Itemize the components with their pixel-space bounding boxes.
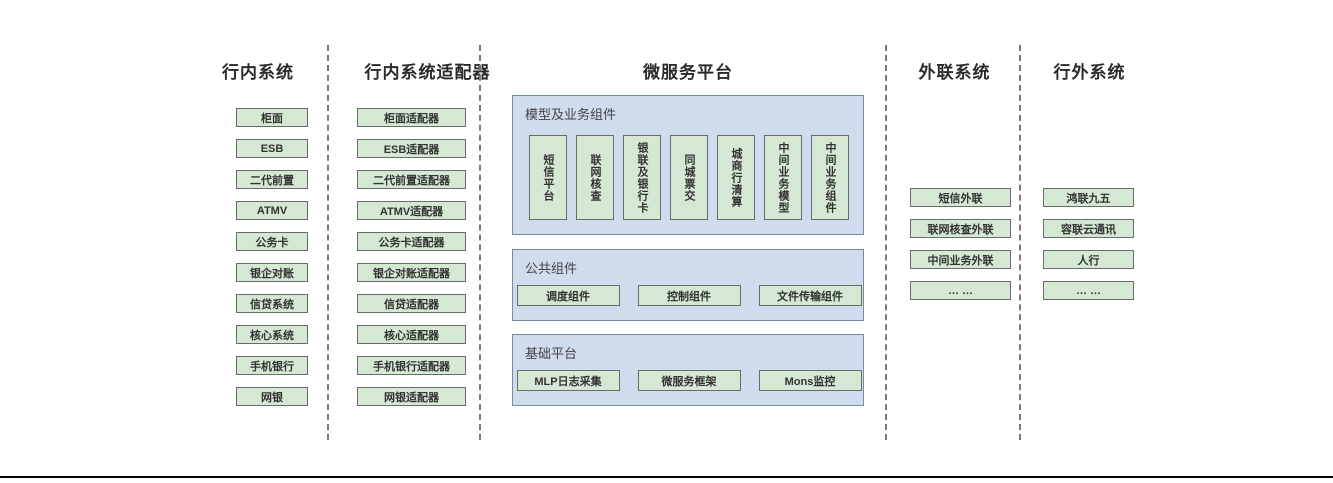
node-out-bank-2[interactable]: 人行 [1043,250,1134,269]
column-header-in-bank-adapter: 行内系统适配器 [364,63,491,82]
column-header-out-bank: 行外系统 [1053,63,1126,82]
node-public-components-0[interactable]: 调度组件 [516,285,620,306]
node-in-bank-adapter-8[interactable]: 手机银行适配器 [357,356,466,375]
node-public-components-2[interactable]: 文件传输组件 [758,285,862,306]
node-model-component-2[interactable]: 银联及银行卡 [623,135,661,220]
node-out-bank-0[interactable]: 鸿联九五 [1043,188,1134,207]
column-header-in-bank: 行内系统 [222,63,294,82]
node-in-bank-system-1[interactable]: ESB [236,139,308,158]
node-external-link-0[interactable]: 短信外联 [910,188,1011,207]
node-model-component-1[interactable]: 联网核查 [576,135,614,220]
node-in-bank-system-9[interactable]: 网银 [236,387,308,406]
node-external-link-3[interactable]: … … [910,281,1011,300]
node-base-platform-1[interactable]: 微服务框架 [637,370,741,391]
bottom-rule [0,476,1333,478]
panel-title-public-components: 公共组件 [525,261,578,276]
node-in-bank-adapter-6[interactable]: 信贷适配器 [357,294,466,313]
node-base-platform-0[interactable]: MLP日志采集 [516,370,620,391]
node-in-bank-adapter-0[interactable]: 柜面适配器 [357,108,466,127]
node-in-bank-adapter-9[interactable]: 网银适配器 [357,387,466,406]
node-in-bank-system-8[interactable]: 手机银行 [236,356,308,375]
column-divider-2 [479,45,481,440]
panel-title-base-platform: 基础平台 [525,346,578,361]
node-model-component-5[interactable]: 中间业务模型 [764,135,802,220]
node-in-bank-adapter-1[interactable]: ESB适配器 [357,139,466,158]
node-model-component-6[interactable]: 中间业务组件 [811,135,849,220]
column-divider-3 [885,45,887,440]
column-header-microservice: 微服务平台 [643,63,733,82]
panel-title-model-business-components: 模型及业务组件 [525,107,617,122]
node-public-components-1[interactable]: 控制组件 [637,285,741,306]
node-in-bank-system-2[interactable]: 二代前置 [236,170,308,189]
node-in-bank-system-4[interactable]: 公务卡 [236,232,308,251]
column-divider-4 [1019,45,1021,440]
column-header-external-link: 外联系统 [918,63,991,82]
node-base-platform-2[interactable]: Mons监控 [758,370,862,391]
node-in-bank-system-5[interactable]: 银企对账 [236,263,308,282]
node-in-bank-adapter-7[interactable]: 核心适配器 [357,325,466,344]
node-model-component-0[interactable]: 短信平台 [529,135,567,220]
node-in-bank-system-6[interactable]: 信贷系统 [236,294,308,313]
node-model-component-3[interactable]: 同城票交 [670,135,708,220]
node-in-bank-system-0[interactable]: 柜面 [236,108,308,127]
node-in-bank-adapter-2[interactable]: 二代前置适配器 [357,170,466,189]
node-model-component-4[interactable]: 城商行清算 [717,135,755,220]
node-in-bank-adapter-4[interactable]: 公务卡适配器 [357,232,466,251]
node-in-bank-system-7[interactable]: 核心系统 [236,325,308,344]
node-in-bank-adapter-3[interactable]: ATMV适配器 [357,201,466,220]
node-in-bank-adapter-5[interactable]: 银企对账适配器 [357,263,466,282]
node-in-bank-system-3[interactable]: ATMV [236,201,308,220]
node-external-link-1[interactable]: 联网核查外联 [910,219,1011,238]
node-external-link-2[interactable]: 中间业务外联 [910,250,1011,269]
node-out-bank-1[interactable]: 容联云通讯 [1043,219,1134,238]
node-out-bank-3[interactable]: … … [1043,281,1134,300]
column-divider-1 [327,45,329,440]
